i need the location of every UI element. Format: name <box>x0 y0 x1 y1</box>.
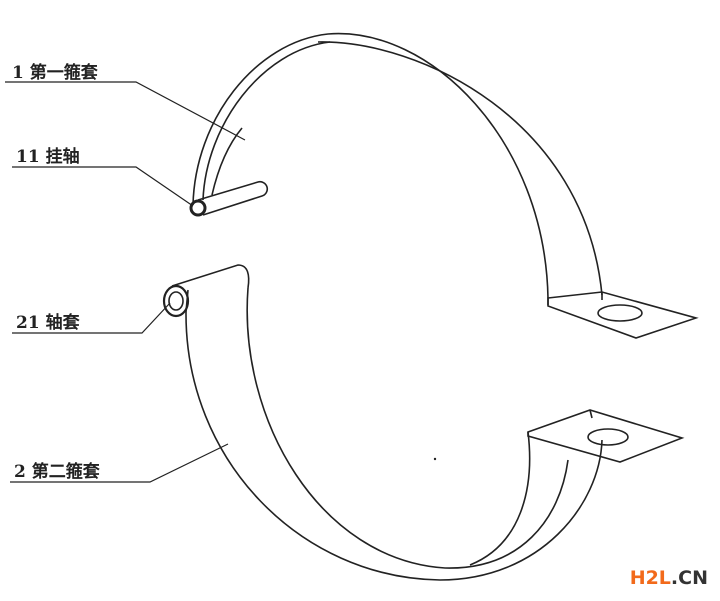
second-hoop-drawing <box>162 264 685 581</box>
watermark: H2L.CN <box>630 567 708 589</box>
watermark-suffix: .CN <box>670 567 708 589</box>
label-second-hoop: 2 第二箍套 <box>14 462 100 482</box>
label-hanging-shaft: 11 挂轴 <box>16 147 80 167</box>
label-shaft-sleeve: 21 轴套 <box>16 313 80 333</box>
first-hoop-drawing <box>189 32 699 339</box>
watermark-brand: H2L <box>629 567 671 589</box>
leader-lines <box>5 81 246 483</box>
label-first-hoop: 1 第一箍套 <box>12 63 98 83</box>
